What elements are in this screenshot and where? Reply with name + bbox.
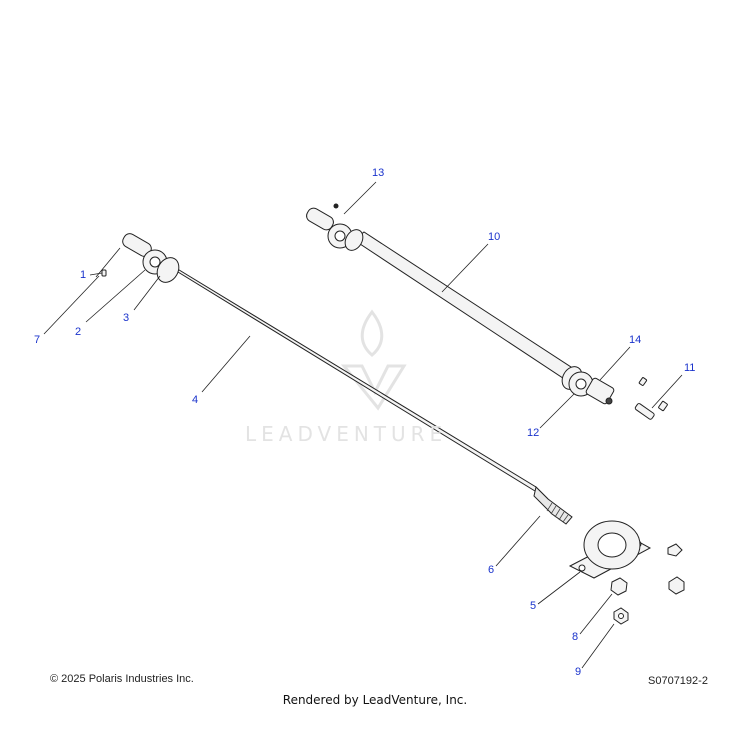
leader-5 [537, 571, 581, 605]
bearing-bore [597, 532, 627, 558]
bolts-11 [634, 377, 668, 420]
leader-1 [89, 272, 103, 276]
nut-right [668, 576, 685, 595]
callout-10: 10 [488, 231, 501, 243]
leader-lines [43, 181, 683, 669]
copyright-text: © 2025 Polaris Industries Inc. [50, 673, 194, 685]
callout-3: 3 [123, 312, 130, 324]
callout-5: 5 [530, 600, 537, 612]
splined-end [533, 486, 573, 525]
bracket-hole-left [578, 564, 586, 572]
leader-11 [651, 374, 683, 409]
leader-3 [133, 275, 161, 311]
bolt-1 [101, 269, 107, 277]
callout-11: 11 [684, 362, 696, 374]
bolt-8-top [667, 543, 683, 557]
callout-13: 13 [372, 167, 385, 179]
pinch-bolt [605, 397, 613, 405]
callout-14: 14 [629, 334, 642, 346]
callout-4: 4 [192, 394, 199, 406]
bracket-fasteners [610, 543, 685, 625]
leader-10 [441, 243, 489, 293]
shaft-tube [353, 231, 595, 393]
callout-7: 7 [34, 334, 41, 346]
bolt-13 [333, 203, 339, 209]
leader-2b [95, 247, 121, 278]
leader-8 [579, 593, 613, 635]
callout-12: 12 [527, 427, 540, 439]
leader-14 [599, 346, 631, 381]
driveshaft-long [122, 233, 573, 525]
u-joint-cap [149, 256, 161, 268]
callout-2: 2 [75, 326, 82, 338]
rendered-by-text: Rendered by LeadVenture, Inc. [282, 693, 468, 707]
leader-7 [43, 275, 100, 335]
leader-9 [581, 623, 615, 669]
shaft-tube [165, 261, 549, 500]
diagram-id: S0707192-2 [648, 675, 708, 687]
rear-yoke [585, 377, 615, 405]
front-stub [306, 207, 334, 231]
watermark-logo [340, 309, 407, 411]
bolt-8 [610, 577, 628, 596]
callout-6: 6 [488, 564, 495, 576]
watermark-brand: LEADVENTURE [245, 422, 448, 446]
callout-1: 1 [80, 269, 87, 281]
callout-8: 8 [572, 631, 579, 643]
leader-13 [343, 181, 377, 215]
support-bearing [568, 520, 652, 579]
leader-2 [85, 269, 146, 323]
leader-12 [539, 393, 575, 429]
driveshaft-short [306, 207, 615, 405]
leader-4 [201, 335, 251, 393]
yoke-flange [156, 257, 180, 283]
spline-ridges [546, 502, 569, 523]
callout-9: 9 [575, 666, 582, 678]
leader-6 [495, 515, 541, 567]
